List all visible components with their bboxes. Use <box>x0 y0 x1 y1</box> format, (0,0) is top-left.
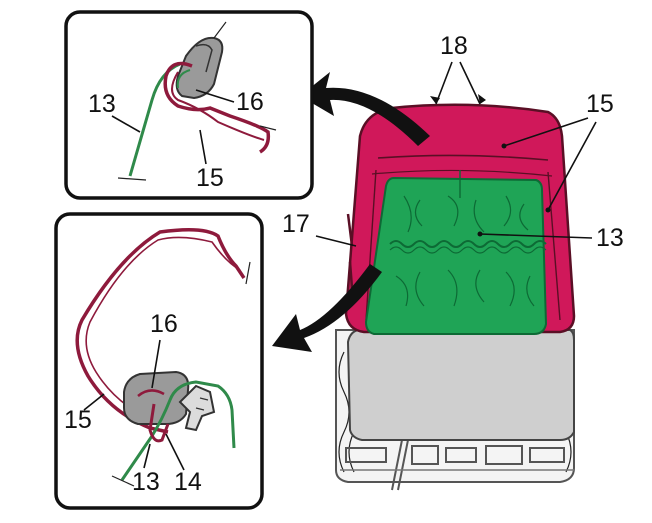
arrow-to-top-inset <box>300 72 430 146</box>
seatback-pad <box>364 176 548 335</box>
arrow-to-bottom-inset <box>272 264 382 352</box>
bottom-inset-frame <box>54 212 264 510</box>
top-inset-panel: 13 16 15 <box>64 10 314 200</box>
label-15-top: 15 <box>586 90 614 118</box>
inset2-label-14: 14 <box>174 468 202 496</box>
leader-18 <box>435 61 481 105</box>
seat-assembly <box>335 103 576 491</box>
label-17-main: 17 <box>282 210 310 238</box>
inset2-label-13: 13 <box>132 468 160 496</box>
inset2-label-16: 16 <box>150 310 178 338</box>
label-13-main: 13 <box>596 224 624 252</box>
leader-13-main <box>479 233 593 239</box>
label-18-top: 18 <box>440 32 468 60</box>
bottom-inset-panel: 16 15 13 14 <box>54 212 264 510</box>
leader-15-top <box>503 117 597 211</box>
inset1-label-16: 16 <box>236 88 264 116</box>
inset1-label-15: 15 <box>196 164 224 192</box>
seat-cushion <box>346 329 575 441</box>
inset1-label-13: 13 <box>88 90 116 118</box>
inset2-label-15: 15 <box>64 406 92 434</box>
hog-ring-seam <box>389 240 547 248</box>
clip-16-bottom <box>123 370 190 425</box>
leader-17-main <box>315 235 357 247</box>
